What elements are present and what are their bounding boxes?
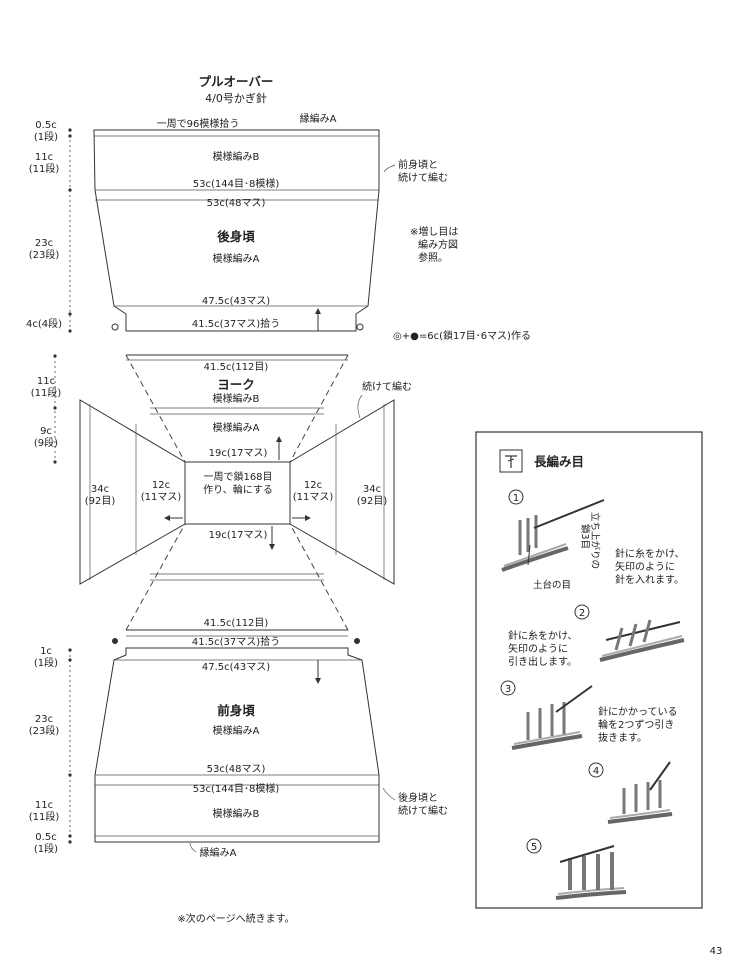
ring-note-line1: 一周で鎖168目 (203, 470, 272, 483)
front-cont-line1: 後身頃と (398, 791, 438, 804)
step1-illustration (501, 499, 605, 572)
front-h23-rows: (23段) (29, 724, 60, 737)
back-pattern-a: 模様編みA (213, 252, 260, 265)
step4-number: 4 (593, 766, 599, 777)
front-width-top: 41.5c(112目) (204, 618, 269, 629)
step1-side-label2: 鎖3目 (579, 524, 591, 549)
front-width-53b: 53c(48マス) (207, 764, 266, 775)
sleeve-left-12-sq: (11マス) (141, 492, 182, 503)
sleeve-right-12-sq: (11マス) (293, 492, 334, 503)
step2-text2: 矢印のように (508, 642, 568, 655)
note-line2: 編み方図 (418, 238, 458, 251)
yoke-h9: 9c (40, 426, 52, 437)
stitch-guide-box (475, 431, 703, 909)
front-body (94, 629, 396, 843)
sleeve-left-34: 34c (91, 484, 109, 495)
back-h11: 11c (35, 152, 53, 163)
yoke (79, 354, 395, 631)
step3-text1: 針にかかっている (598, 705, 678, 718)
back-h11-rows: (11段) (29, 162, 60, 175)
note-line3: 参照。 (418, 251, 448, 264)
yoke-width-19-bottom: 19c(17マス) (209, 530, 268, 541)
back-width-53a: 53c(144目･8模様) (193, 177, 280, 190)
front-h23: 23c (35, 714, 53, 725)
back-h23-rows: (23段) (29, 248, 60, 261)
yoke-cont: 続けて編む (362, 380, 412, 393)
step1-side-label1: 立ち上がりの (589, 512, 601, 569)
step5-illustration (555, 845, 627, 900)
note-line1: ※増し目は (410, 225, 458, 238)
yoke-pattern-b: 模様編みB (213, 392, 260, 405)
ring-note-line2: 作り、輪にする (203, 483, 273, 496)
sleeve-right-34-sts: (92目) (357, 496, 388, 507)
front-h11: 11c (35, 800, 53, 811)
sleeve-right-34: 34c (363, 484, 381, 495)
yoke-name: ヨーク (217, 377, 255, 392)
step1-text1: 針に糸をかけ、 (615, 547, 685, 560)
step3-number: 3 (505, 684, 511, 695)
sleeve-left-34-sts: (92目) (85, 496, 116, 507)
hook-size: 4/0号かぎ針 (205, 91, 267, 105)
step5-number: 5 (531, 842, 537, 853)
yoke-h11: 11c (37, 376, 55, 387)
back-h4: 4c(4段) (26, 317, 62, 330)
sleeve-left-12: 12c (152, 480, 170, 491)
front-h1: 1c (40, 646, 52, 657)
step3-text2: 輪を2つずつ引き (598, 718, 674, 731)
back-h05: 0.5c (35, 120, 56, 131)
step3-illustration (511, 685, 593, 750)
front-h1-rows: (1段) (34, 656, 58, 669)
yoke-h11-rows: (11段) (31, 386, 62, 399)
back-h05-rows: (1段) (34, 130, 58, 143)
yoke-width-19-top: 19c(17マス) (209, 448, 268, 459)
front-pattern-b: 模様編みB (213, 807, 260, 820)
continued-note: ※次のページへ続きます。 (177, 912, 294, 925)
guide-title: 長編み目 (534, 454, 584, 469)
front-h05-rows: (1段) (34, 842, 58, 855)
chain-note: ◎+●=6c(鎖17目･6マス)作る (393, 329, 531, 342)
front-edge-label: 縁編みA (200, 846, 237, 859)
back-pattern-b: 模様編みB (213, 150, 260, 163)
front-cont-line2: 続けて編む (398, 804, 448, 817)
front-width-53a: 53c(144目･8模様) (193, 782, 280, 795)
back-body-name: 後身頃 (217, 229, 255, 244)
front-h11-rows: (11段) (29, 810, 60, 823)
step1-text2: 矢印のように (615, 560, 675, 573)
back-width-53b: 53c(48マス) (207, 198, 266, 209)
back-cont-line2: 続けて編む (398, 171, 448, 184)
yoke-pattern-a: 模様編みA (213, 421, 260, 434)
front-width-415: 41.5c(37マス)拾う (192, 635, 280, 648)
yoke-h9-rows: (9段) (34, 436, 58, 449)
step1-text3: 針を入れます。 (615, 573, 684, 586)
back-width-415: 41.5c(37マス)拾う (192, 317, 280, 330)
page-number: 43 (710, 946, 723, 957)
back-pickup-label: 一周で96模様拾う (157, 117, 240, 130)
diagram-title: プルオーバー (199, 74, 274, 89)
step2-number: 2 (579, 608, 585, 619)
step3-text3: 抜きます。 (598, 731, 647, 744)
back-cont-line1: 前身頃と (398, 158, 438, 171)
sleeve-right-12: 12c (304, 480, 322, 491)
back-edge-label: 縁編みA (300, 112, 337, 125)
step1-number: 1 (513, 493, 519, 504)
step2-text1: 針に糸をかけ、 (508, 629, 578, 642)
front-h05: 0.5c (35, 832, 56, 843)
back-width-475: 47.5c(43マス) (202, 296, 270, 307)
yoke-width-top: 41.5c(112目) (204, 362, 269, 373)
back-h23: 23c (35, 238, 53, 249)
double-crochet-symbol-icon (499, 449, 523, 473)
back-body (93, 129, 380, 332)
step2-text3: 引き出します。 (508, 655, 577, 668)
step2-illustration (599, 619, 685, 662)
step4-illustration (607, 761, 673, 824)
front-width-475: 47.5c(43マス) (202, 662, 270, 673)
front-body-name: 前身頃 (217, 703, 255, 718)
step1-base-label: 土台の目 (533, 579, 571, 591)
front-pattern-a: 模様編みA (213, 724, 260, 737)
